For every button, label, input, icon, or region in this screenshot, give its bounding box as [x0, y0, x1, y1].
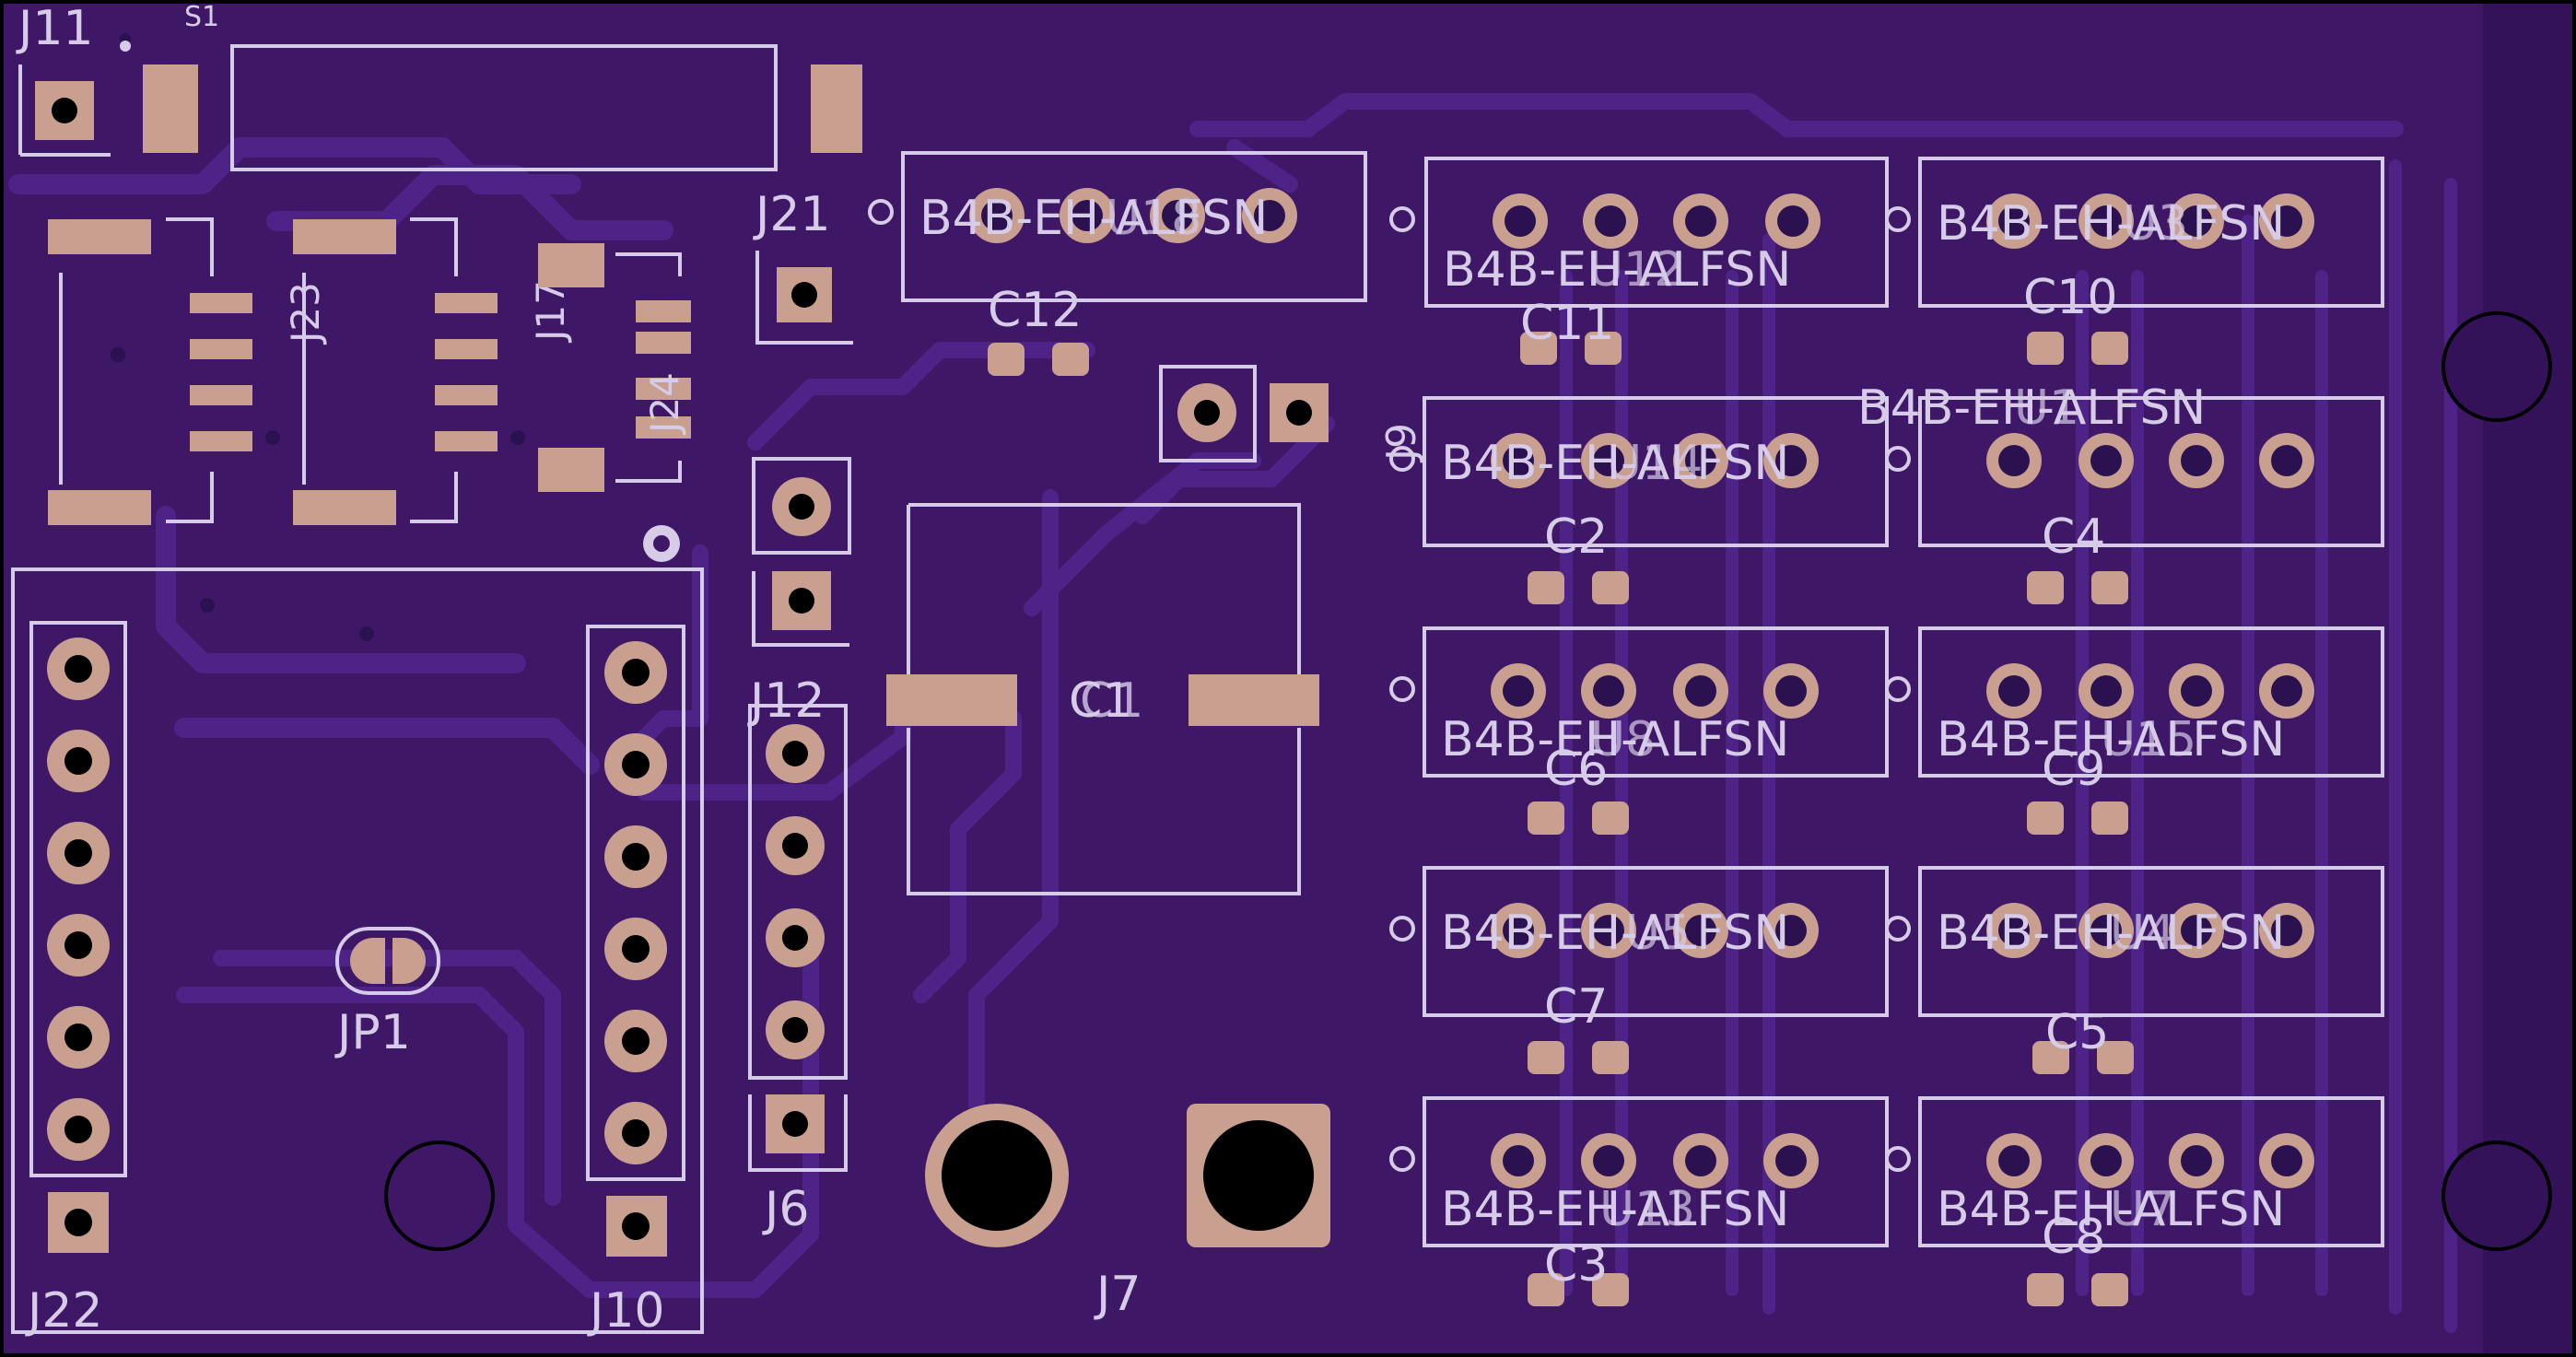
- J22-footprint: J22: [11, 567, 704, 1339]
- C7-label: C7: [1544, 979, 1608, 1035]
- C7-footprint: C7: [1528, 979, 1629, 1074]
- JP1-footprint: JP1: [334, 927, 440, 1060]
- C3-footprint: C3: [1528, 1237, 1629, 1306]
- C10-footprint: C10: [2023, 270, 2128, 365]
- C5-label: C5: [2045, 1005, 2109, 1060]
- U3-value: B4B-EH-ALFSN: [1937, 196, 2285, 252]
- U15-ref: U15: [2101, 712, 2196, 767]
- svg-text:C1: C1: [1080, 673, 1143, 729]
- C1-footprint: C1 C1: [886, 503, 1319, 895]
- S1-label: S1: [184, 1, 219, 33]
- C8-footprint: C8: [2027, 1210, 2128, 1306]
- U15-value: B4B-EH-ALFSN: [1937, 712, 2285, 767]
- C6-label: C6: [1544, 742, 1608, 797]
- U8-ref: U8: [1590, 712, 1656, 767]
- U1-ref: U1: [2014, 380, 2079, 436]
- J12-label: J12: [747, 673, 825, 729]
- U5-ref: U5: [1625, 906, 1691, 961]
- U18-value: B4B-EH-ALFSN: [919, 191, 1268, 246]
- C6-footprint: C6: [1528, 742, 1629, 835]
- J24-footprint: J24: [538, 243, 691, 562]
- U3-connector: B4B-EH-ALFSN U3: [1885, 157, 2384, 308]
- U4-connector: B4B-EH-ALFSN U4: [1885, 866, 2384, 1017]
- J11-label: J11: [16, 1, 94, 56]
- C11-label: C11: [1520, 296, 1614, 351]
- U14-value: B4B-EH-ALFSN: [1441, 436, 1789, 491]
- U4-ref: U4: [2110, 906, 2175, 961]
- C11-footprint: C11: [1520, 296, 1622, 365]
- J6-footprint: J6: [748, 704, 848, 1237]
- U18-connector: B4B-EH-ALFSN U18: [868, 151, 1367, 302]
- U13-ref: U13: [1599, 1182, 1695, 1237]
- C1-label: C1: [1069, 673, 1132, 729]
- S1-footprint: S1: [143, 1, 862, 171]
- U12-connector: B4B-EH-ALFSN U12: [1389, 157, 1889, 308]
- C4-footprint: C4: [2027, 509, 2128, 604]
- C12-label: C12: [988, 283, 1082, 338]
- J22-label: J22: [25, 1283, 103, 1339]
- U15-connector: B4B-EH-ALFSN U15: [1885, 626, 2384, 778]
- C5-footprint: C5: [2032, 1005, 2134, 1074]
- U4-value: B4B-EH-ALFSN: [1937, 906, 2285, 961]
- J7-label: J7: [1094, 1267, 1141, 1322]
- C8-label: C8: [2042, 1210, 2105, 1265]
- U5-value: B4B-EH-ALFSN: [1441, 906, 1789, 961]
- U5-connector: B4B-EH-ALFSN U5: [1389, 866, 1889, 1017]
- U13-connector: B4B-EH-ALFSN U13: [1389, 1096, 1889, 1247]
- J9-footprint: J9: [1159, 365, 1425, 463]
- J12-footprint: J12: [747, 457, 851, 729]
- J21-label: J21: [753, 187, 831, 242]
- J17-label: J17: [528, 280, 573, 344]
- U3-ref: U3: [2123, 196, 2188, 252]
- C4-label: C4: [2042, 509, 2105, 565]
- J21-footprint: J21: [753, 187, 853, 345]
- J7-footprint: J7: [925, 1104, 1330, 1322]
- J10-footprint: J10: [586, 625, 685, 1339]
- C9-label: C9: [2042, 742, 2105, 797]
- U1-value: B4B-EH-ALFSN: [1857, 380, 2206, 436]
- U14-ref: U14: [1607, 436, 1703, 491]
- J6-label: J6: [762, 1182, 809, 1237]
- J10-label: J10: [587, 1283, 665, 1339]
- U8-connector: B4B-EH-ALFSN U8: [1389, 626, 1889, 778]
- U8-value: B4B-EH-ALFSN: [1441, 712, 1789, 767]
- C10-label: C10: [2023, 270, 2117, 325]
- mounting-holes: [384, 311, 2552, 1251]
- C3-label: C3: [1544, 1237, 1608, 1293]
- J17-footprint: J17: [293, 217, 573, 525]
- J9-label: J9: [1378, 423, 1425, 463]
- J24-label: J24: [642, 372, 687, 436]
- C9-footprint: C9: [2027, 742, 2128, 835]
- U7-value: B4B-EH-ALFSN: [1937, 1182, 2285, 1237]
- JP1-label: JP1: [334, 1005, 411, 1060]
- C2-footprint: C2: [1528, 509, 1629, 604]
- U1-connector: B4B-EH-ALFSN U1: [1857, 380, 2384, 547]
- U14-connector: B4B-EH-ALFSN U14: [1389, 396, 1889, 547]
- J11-footprint: J11: [16, 1, 131, 157]
- C2-label: C2: [1544, 509, 1608, 565]
- U7-ref: U7: [2110, 1182, 2175, 1237]
- U18-ref: U18: [1106, 191, 1201, 246]
- U13-value: B4B-EH-ALFSN: [1441, 1182, 1789, 1237]
- U7-connector: B4B-EH-ALFSN U7: [1885, 1096, 2384, 1247]
- U12-ref: U12: [1588, 242, 1684, 298]
- C12-footprint: C12: [988, 283, 1089, 376]
- U12-value: B4B-EH-ALFSN: [1443, 242, 1791, 298]
- board-right-strip: [2483, 4, 2572, 1353]
